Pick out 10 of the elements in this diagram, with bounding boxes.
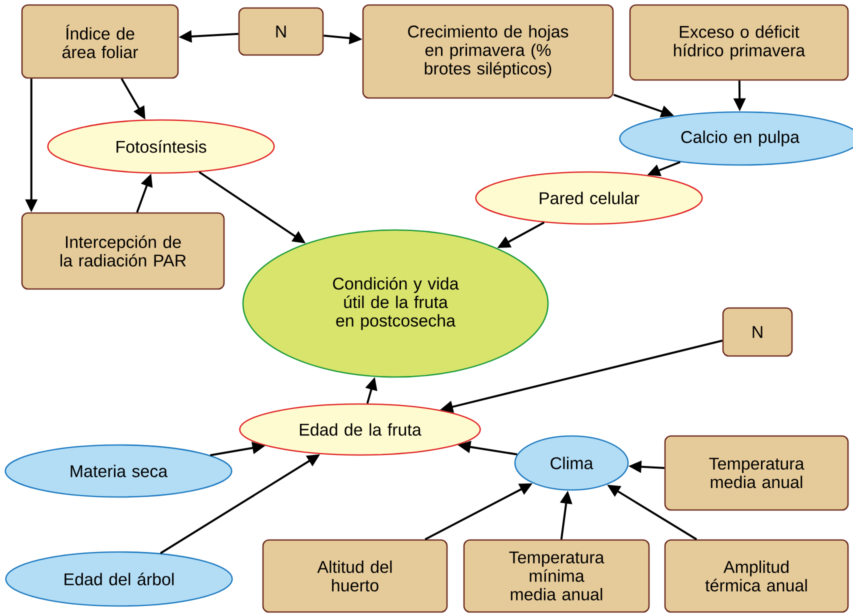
concept-box: Amplitud térmica anual xyxy=(664,539,849,613)
concept-box: N xyxy=(238,7,324,56)
concept-box: Temperatura media anual xyxy=(664,435,849,511)
concept-box: Altitud del huerto xyxy=(262,539,448,613)
concept-box: Exceso o déficit hídrico primavera xyxy=(629,4,849,81)
concept-box: Temperatura mínima media anual xyxy=(463,539,650,613)
concept-box: Índice de área foliar xyxy=(21,4,179,79)
concept-box: Crecimiento de hojas en primavera (% brotes silépticos) xyxy=(362,4,614,99)
concept-box: Intercepción de la radiación PAR xyxy=(21,212,225,290)
concept-box: N xyxy=(722,307,793,357)
